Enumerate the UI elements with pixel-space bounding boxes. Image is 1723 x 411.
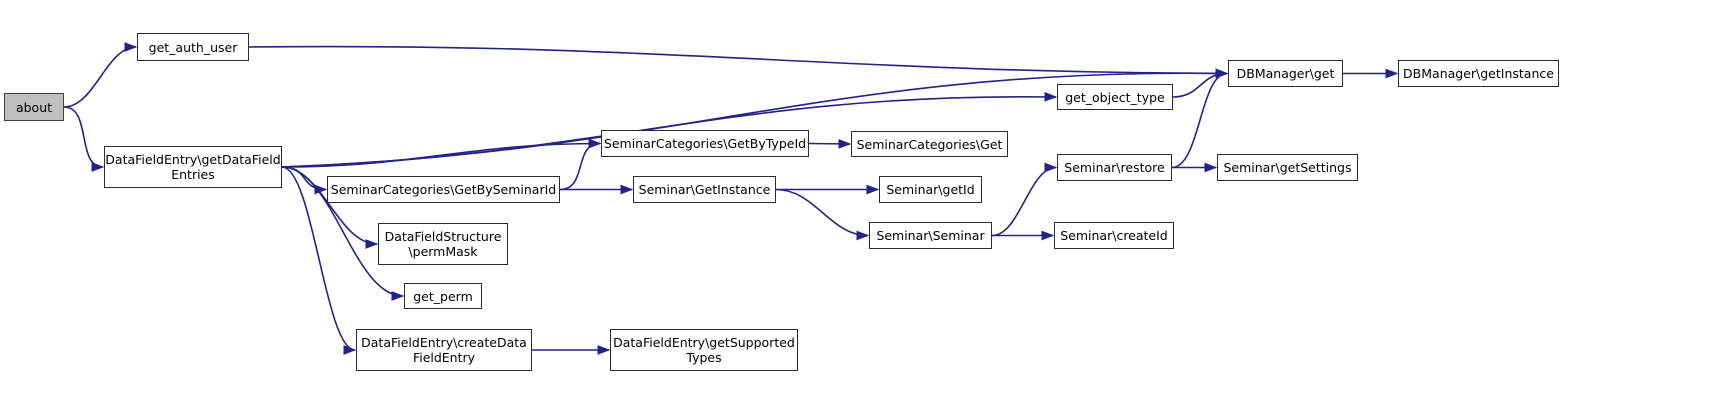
graph-node-permMask[interactable]: DataFieldStructure \permMask bbox=[378, 223, 508, 265]
graph-node-getSettings[interactable]: Seminar\getSettings bbox=[1217, 154, 1358, 181]
graph-node-restore[interactable]: Seminar\restore bbox=[1057, 154, 1172, 181]
graph-node-createId[interactable]: Seminar\createId bbox=[1054, 222, 1174, 249]
graph-edge-getBySeminarId-to-getByTypeId bbox=[559, 138, 602, 191]
graph-edge-about-to-get_auth_user bbox=[63, 42, 138, 108]
graph-node-getInstance[interactable]: Seminar\GetInstance bbox=[633, 176, 776, 203]
graph-edge-seminarSeminar-to-restore bbox=[991, 162, 1058, 237]
graph-node-about[interactable]: about bbox=[4, 93, 64, 121]
graph-node-get_auth_user[interactable]: get_auth_user bbox=[137, 33, 249, 61]
graph-node-getSupportedTypes[interactable]: DataFieldEntry\getSupported Types bbox=[610, 329, 798, 371]
graph-node-dbGet[interactable]: DBManager\get bbox=[1228, 60, 1343, 87]
graph-node-createDataFieldEntry[interactable]: DataFieldEntry\createData FieldEntry bbox=[356, 329, 532, 371]
graph-edge-getDataFieldEntries-to-getBySeminarId bbox=[281, 166, 328, 195]
graph-edge-get_object_type-to-dbGet bbox=[1172, 68, 1229, 98]
graph-edge-getDataFieldEntries-to-getByTypeId bbox=[281, 138, 602, 168]
graph-node-getByTypeId[interactable]: SeminarCategories\GetByTypeId bbox=[601, 130, 809, 157]
graph-node-get_object_type[interactable]: get_object_type bbox=[1057, 84, 1173, 110]
graph-edge-get_auth_user-to-dbGet bbox=[248, 45, 1229, 79]
graph-node-getBySeminarId[interactable]: SeminarCategories\GetBySeminarId bbox=[327, 176, 560, 203]
graph-node-seminarSeminar[interactable]: Seminar\Seminar bbox=[869, 222, 992, 249]
graph-node-dbGetInstance[interactable]: DBManager\getInstance bbox=[1398, 60, 1559, 87]
graph-edge-getByTypeId-to-categoriesGet bbox=[808, 138, 852, 149]
graph-node-getId[interactable]: Seminar\getId bbox=[879, 176, 982, 203]
graph-node-get_perm[interactable]: get_perm bbox=[404, 283, 482, 309]
graph-node-categoriesGet[interactable]: SeminarCategories\Get bbox=[851, 131, 1008, 157]
graph-node-getDataFieldEntries[interactable]: DataFieldEntry\getDataField Entries bbox=[104, 146, 282, 188]
graph-edge-getInstance-to-seminarSeminar bbox=[775, 188, 870, 241]
graph-edge-about-to-getDataFieldEntries bbox=[63, 106, 105, 172]
